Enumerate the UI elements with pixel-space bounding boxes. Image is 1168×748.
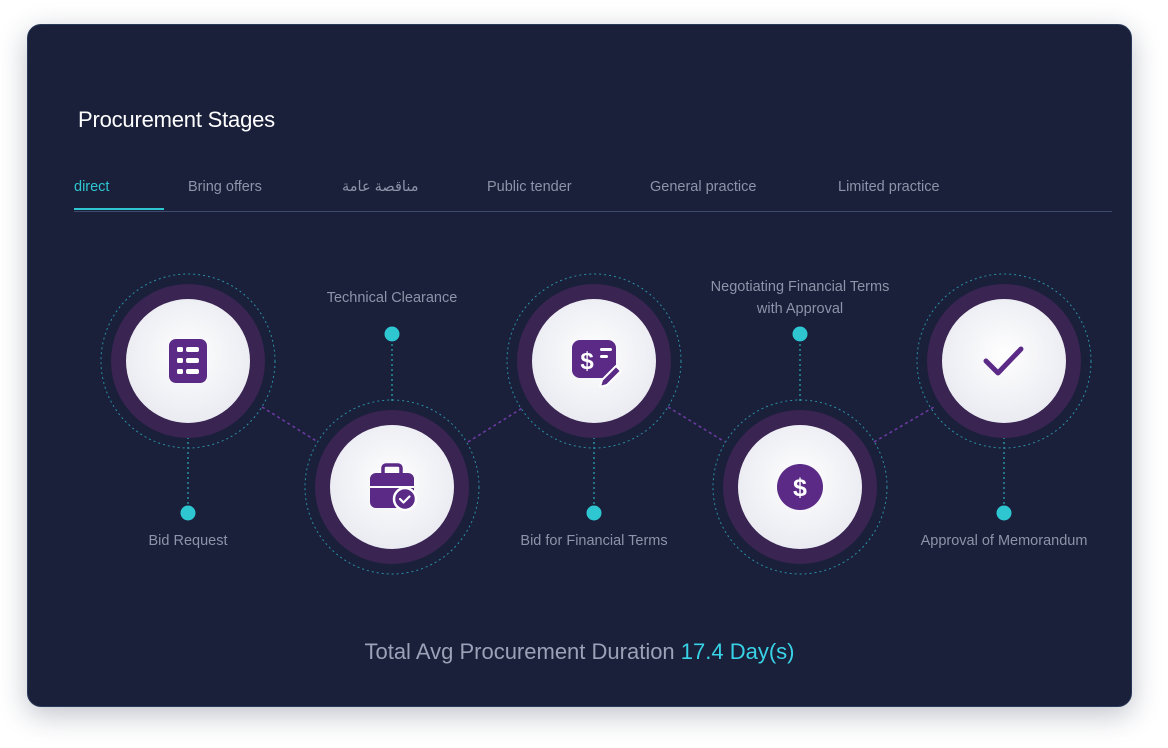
stage-tabs: direct Bring offers مناقصة عامة Public t…	[74, 179, 1112, 212]
stage-technical-clearance[interactable]	[304, 399, 480, 575]
checkmark-icon	[983, 346, 1024, 376]
stages-diagram: $ $	[100, 273, 1092, 575]
page-title: Procurement Stages	[78, 107, 275, 132]
stage-negotiating-financial-terms[interactable]: $	[712, 399, 888, 575]
stage-dot	[180, 505, 196, 521]
stage-label-negotiating-financial-terms: Negotiating Financial Terms with Approva…	[711, 276, 890, 320]
total-duration-value: 17.4 Day(s)	[680, 639, 795, 664]
stage-label-technical-clearance: Technical Clearance	[326, 290, 458, 306]
stage-approval-memorandum[interactable]	[916, 273, 1092, 449]
connector-2-3	[467, 406, 525, 443]
tab-general-practice[interactable]: General practice	[650, 179, 757, 195]
tab-bring-offers[interactable]: Bring offers	[188, 179, 262, 195]
stage-dot	[384, 326, 400, 342]
stage-label-bid-request: Bid Request	[148, 533, 228, 549]
stage-label-line-2: with Approval	[756, 301, 844, 317]
dollar-coin-icon: $	[777, 464, 823, 510]
dollar-edit-icon: $	[572, 340, 622, 388]
active-tab-indicator	[74, 208, 164, 210]
stage-dot	[996, 505, 1012, 521]
stage-label-bid-financial-terms: Bid for Financial Terms	[520, 533, 668, 549]
total-duration: Total Avg Procurement Duration 17.4 Day(…	[28, 639, 1131, 665]
connector-3-4	[667, 406, 726, 443]
stage-label-line-1: Negotiating Financial Terms	[710, 279, 890, 295]
total-duration-label: Total Avg Procurement Duration	[364, 639, 675, 664]
svg-text:$: $	[793, 474, 807, 502]
stage-dot	[792, 326, 808, 342]
stage-dot	[586, 505, 602, 521]
tab-public-tender[interactable]: Public tender	[487, 179, 572, 195]
tab-limited-practice[interactable]: Limited practice	[838, 179, 940, 195]
list-icon	[169, 339, 207, 383]
tab-direct[interactable]: direct	[74, 179, 110, 195]
stage-bid-request[interactable]	[100, 273, 276, 449]
svg-text:$: $	[580, 348, 594, 375]
briefcase-check-icon	[370, 463, 418, 512]
procurement-stages-card: Procurement Stages direct Bring offers م…	[27, 24, 1132, 707]
stage-bid-financial-terms[interactable]: $	[506, 273, 682, 449]
tab-public-tender-arabic[interactable]: مناقصة عامة	[342, 179, 419, 195]
stage-label-approval-memorandum: Approval of Memorandum	[920, 533, 1088, 549]
connector-4-5	[873, 406, 935, 443]
connector-1-2	[261, 406, 319, 443]
